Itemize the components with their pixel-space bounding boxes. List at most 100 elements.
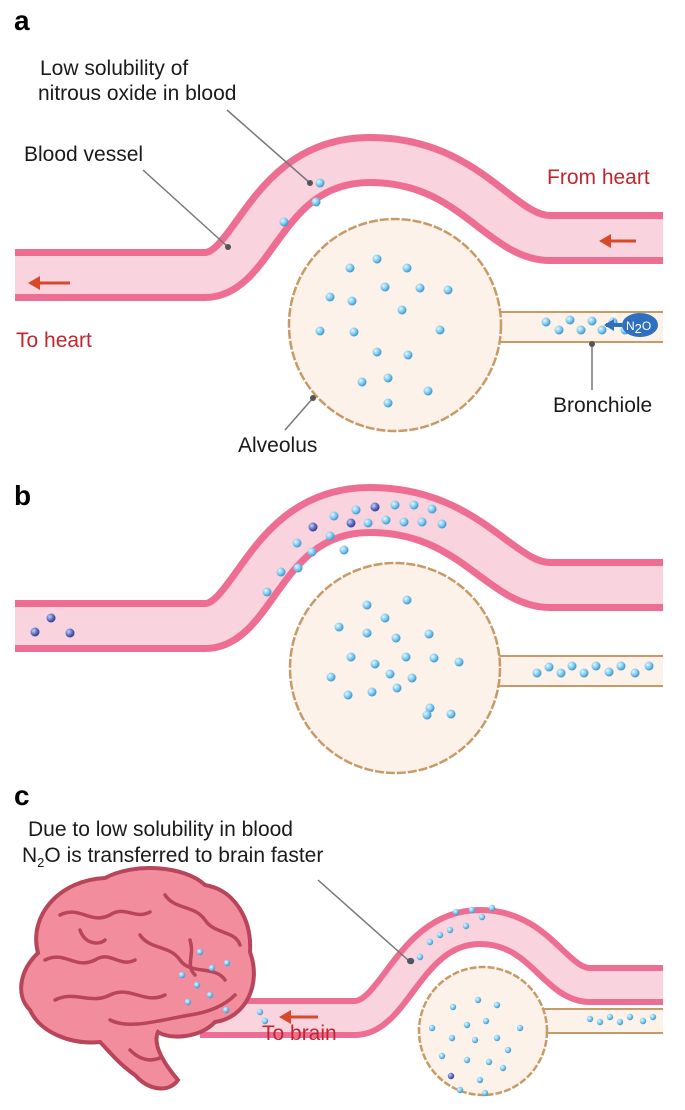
molecule — [422, 710, 432, 720]
molecule — [429, 653, 439, 663]
molecule — [639, 1017, 647, 1025]
molecule — [325, 531, 335, 541]
molecule — [423, 386, 433, 396]
molecule — [452, 908, 460, 916]
molecule — [399, 517, 409, 527]
molecule — [428, 1024, 436, 1032]
molecule — [417, 517, 427, 527]
molecule — [474, 996, 482, 1004]
molecule — [415, 283, 425, 293]
flow-arrow-from-heart — [599, 234, 636, 248]
molecule — [293, 563, 303, 573]
brain — [19, 866, 256, 1091]
molecule — [409, 500, 419, 510]
molecule — [463, 1056, 471, 1064]
molecule — [485, 1058, 493, 1066]
molecule — [403, 350, 413, 360]
molecule — [380, 613, 390, 623]
molecule — [424, 629, 434, 639]
molecule — [454, 657, 464, 667]
molecule — [223, 959, 231, 967]
molecule — [357, 377, 367, 387]
molecule — [616, 1018, 624, 1026]
alveolus — [287, 217, 503, 433]
molecule — [222, 1006, 230, 1014]
molecules-panel-a — [279, 178, 630, 408]
molecule — [591, 661, 601, 671]
molecule — [565, 315, 575, 325]
molecules-panel-c — [178, 904, 657, 1097]
molecule — [567, 661, 577, 671]
n2o-badge: N2O — [604, 313, 658, 337]
molecule — [556, 668, 566, 678]
molecule — [193, 981, 201, 989]
molecule — [362, 628, 372, 638]
molecule — [178, 971, 186, 979]
molecule-dissolved — [30, 627, 40, 637]
molecule — [443, 285, 453, 295]
molecule — [397, 305, 407, 315]
molecule — [532, 668, 542, 678]
molecule — [462, 922, 470, 930]
label-to-heart: To heart — [16, 329, 92, 352]
molecule — [184, 998, 192, 1006]
molecule-dissolved — [346, 518, 356, 528]
molecule — [438, 1052, 446, 1060]
molecule — [206, 991, 214, 999]
molecule — [606, 1013, 614, 1021]
molecule — [372, 254, 382, 264]
molecule-dissolved — [65, 628, 75, 638]
molecule — [256, 1008, 264, 1016]
flow-arrow-to-brain — [279, 1010, 318, 1024]
molecule — [649, 1013, 657, 1021]
label-from-heart: From heart — [547, 166, 650, 189]
molecule — [402, 595, 412, 605]
molecule — [427, 504, 437, 514]
molecule — [381, 515, 391, 525]
molecule — [196, 948, 204, 956]
molecule — [334, 622, 344, 632]
molecule — [596, 1018, 604, 1026]
label-bronchiole: Bronchiole — [553, 394, 652, 417]
flow-arrow-to-heart — [28, 276, 70, 290]
alveolus-b — [288, 561, 502, 775]
molecule — [541, 317, 551, 327]
molecule — [407, 673, 417, 683]
molecule — [463, 1021, 471, 1029]
annotation-transfer-line2: N2O is transferred to brain faster — [22, 844, 323, 870]
molecule — [576, 325, 586, 335]
panel-label-c: c — [14, 780, 30, 811]
molecule — [339, 545, 349, 555]
molecule — [587, 316, 597, 326]
molecule — [343, 690, 353, 700]
label-to-brain: To brain — [262, 1022, 337, 1045]
molecule — [493, 1001, 501, 1009]
molecule — [516, 1024, 524, 1032]
panel-a: a N2O — [14, 5, 663, 457]
molecule — [402, 263, 412, 273]
molecule — [426, 938, 434, 946]
molecule — [446, 709, 456, 719]
label-blood-vessel: Blood vessel — [24, 143, 143, 166]
molecule — [315, 326, 325, 336]
panel-label-a: a — [14, 5, 30, 36]
molecule — [468, 906, 476, 914]
molecule — [425, 703, 435, 713]
molecule — [292, 538, 302, 548]
molecule — [351, 505, 361, 515]
molecule-dissolved — [46, 613, 56, 623]
annotation-low-solubility-line2: nitrous oxide in blood — [38, 82, 236, 105]
molecule — [476, 1076, 484, 1084]
molecule — [347, 296, 357, 306]
molecule — [616, 661, 626, 671]
molecule — [544, 662, 554, 672]
molecule — [416, 953, 424, 961]
molecule — [499, 1064, 507, 1072]
molecule — [626, 1013, 634, 1021]
molecule — [390, 500, 400, 510]
molecule — [579, 668, 589, 678]
molecule — [644, 661, 654, 671]
molecule — [349, 327, 359, 337]
molecule — [279, 217, 289, 227]
